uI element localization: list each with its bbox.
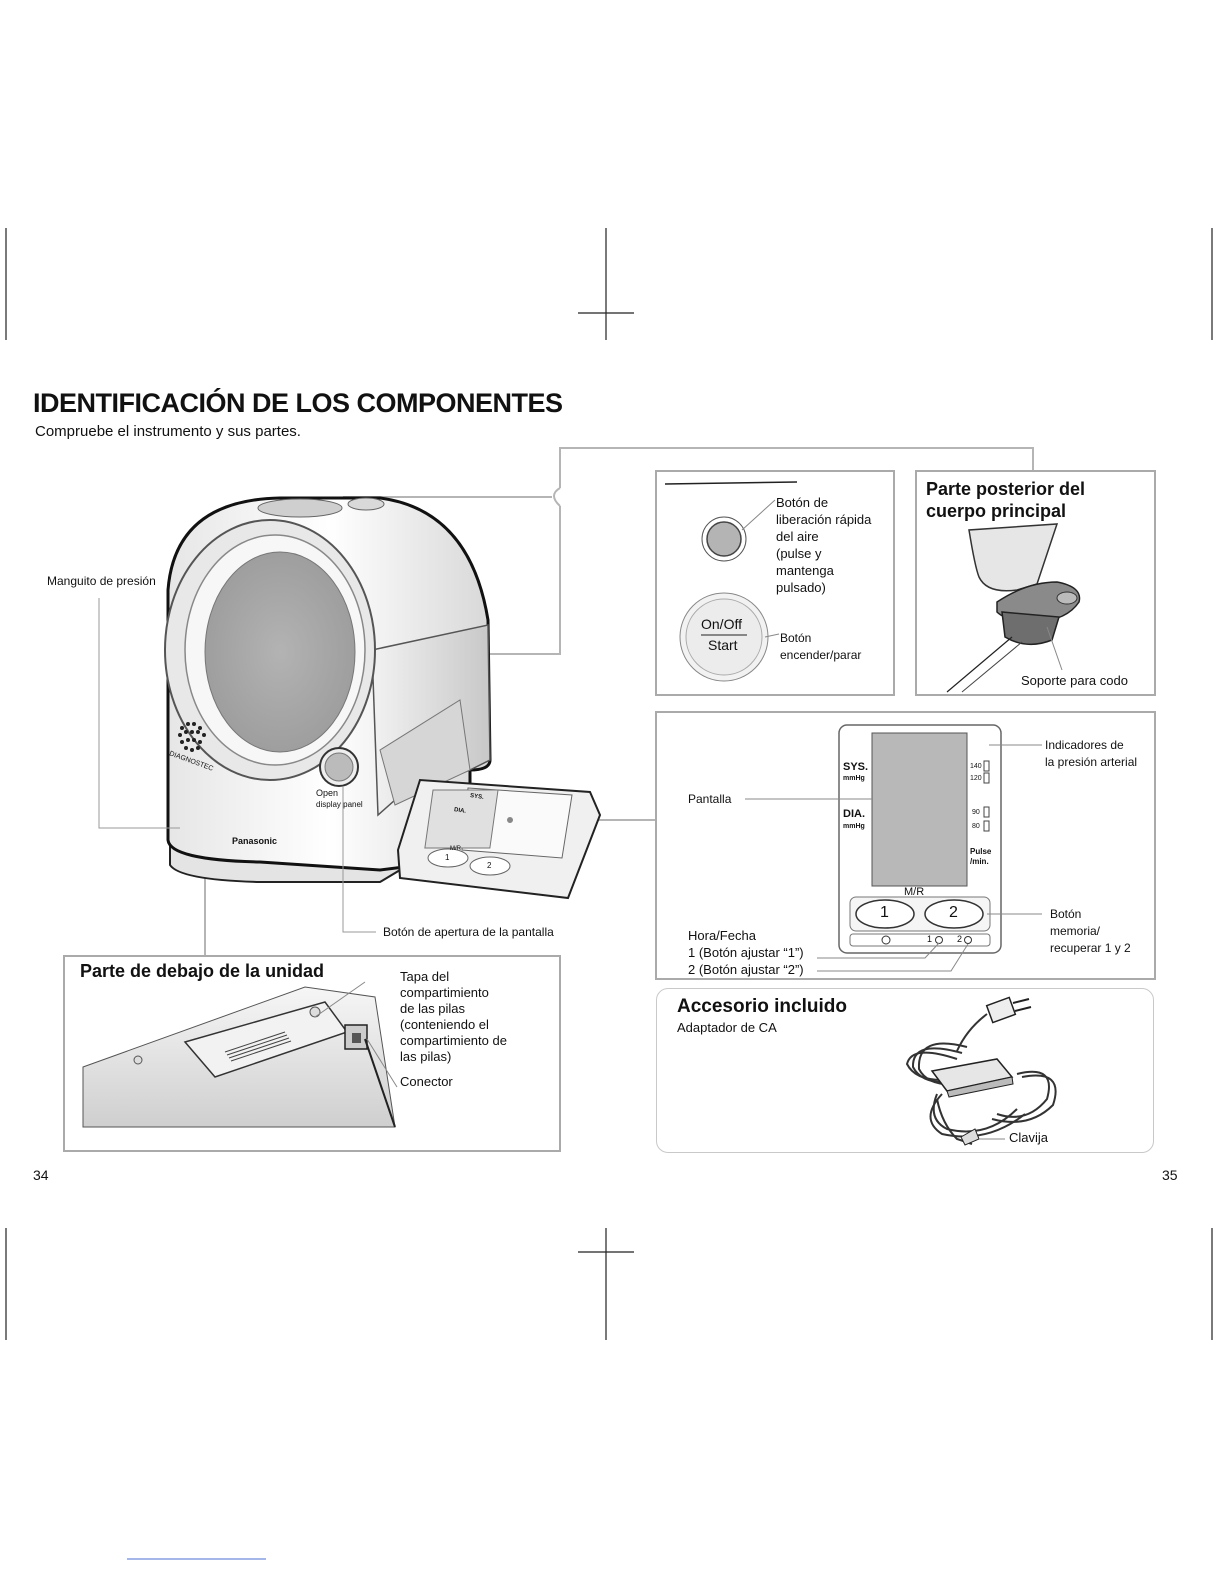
accessory-panel: Accesorio incluido Adaptador de CA Clavi… — [656, 988, 1154, 1153]
page-number-right: 35 — [1162, 1167, 1178, 1183]
sys-label: SYS. — [843, 761, 868, 773]
ac-adapter-illustration — [657, 989, 1155, 1154]
pulse-label: Pulse /min. — [970, 847, 991, 867]
memory-button-label: Botón memoria/ recuperar 1 y 2 — [1050, 906, 1131, 957]
set-button-2-label: 2 — [957, 934, 962, 944]
battery-cover-label: Tapa del compartimiento de las pilas (co… — [400, 969, 507, 1065]
scale-140: 140 — [970, 763, 982, 770]
onoff-button-label: Botón encender/parar — [780, 630, 861, 664]
scale-80: 80 — [972, 823, 980, 830]
screen-label: Pantalla — [688, 792, 731, 806]
onoff-button-top: On/Off — [701, 616, 742, 632]
device-mini-mr: M/R — [450, 846, 461, 852]
elbow-rest-illustration — [917, 472, 1158, 698]
device-mini-btn1: 1 — [445, 853, 449, 862]
display-panel: Pantalla SYS. mmHg DIA. mmHg 140 120 90 … — [655, 711, 1156, 980]
page-number-left: 34 — [33, 1167, 49, 1183]
time-date-label: Hora/Fecha 1 (Botón ajustar “1”) 2 (Botó… — [688, 927, 804, 978]
connector-label: Conector — [400, 1074, 453, 1089]
device-display-panel-label: display panel — [316, 800, 363, 809]
display-open-button-label: Botón de apertura de la pantalla — [383, 925, 554, 939]
sys-unit: mmHg — [843, 775, 865, 782]
scale-90: 90 — [972, 809, 980, 816]
set-button-1-label: 1 — [927, 934, 932, 944]
mr-label: M/R — [904, 886, 924, 898]
memory-button-2: 2 — [949, 904, 958, 922]
memory-button-1: 1 — [880, 904, 889, 922]
device-brand: Panasonic — [232, 836, 277, 846]
elbow-rest-label: Soporte para codo — [1021, 673, 1128, 688]
scale-120: 120 — [970, 775, 982, 782]
blood-pressure-monitor-illustration — [0, 470, 600, 970]
bp-indicators-label: Indicadores de la presión arterial — [1045, 737, 1137, 771]
plug-label: Clavija — [1009, 1130, 1048, 1145]
device-mini-btn2: 2 — [487, 861, 491, 870]
bottom-panel: Parte de debajo de la unidad Tapa del co… — [63, 955, 561, 1152]
dia-label: DIA. — [843, 808, 865, 820]
cuff-label: Manguito de presión — [47, 574, 156, 588]
device-open-label: Open — [316, 788, 338, 798]
dia-unit: mmHg — [843, 823, 865, 830]
back-panel: Parte posterior del cuerpo principal Sop… — [915, 470, 1156, 696]
buttons-panel: On/Off Start Botón de liberación rápida … — [655, 470, 895, 696]
air-release-button-label: Botón de liberación rápida del aire (pul… — [776, 494, 871, 596]
onoff-button-bottom: Start — [708, 637, 738, 653]
